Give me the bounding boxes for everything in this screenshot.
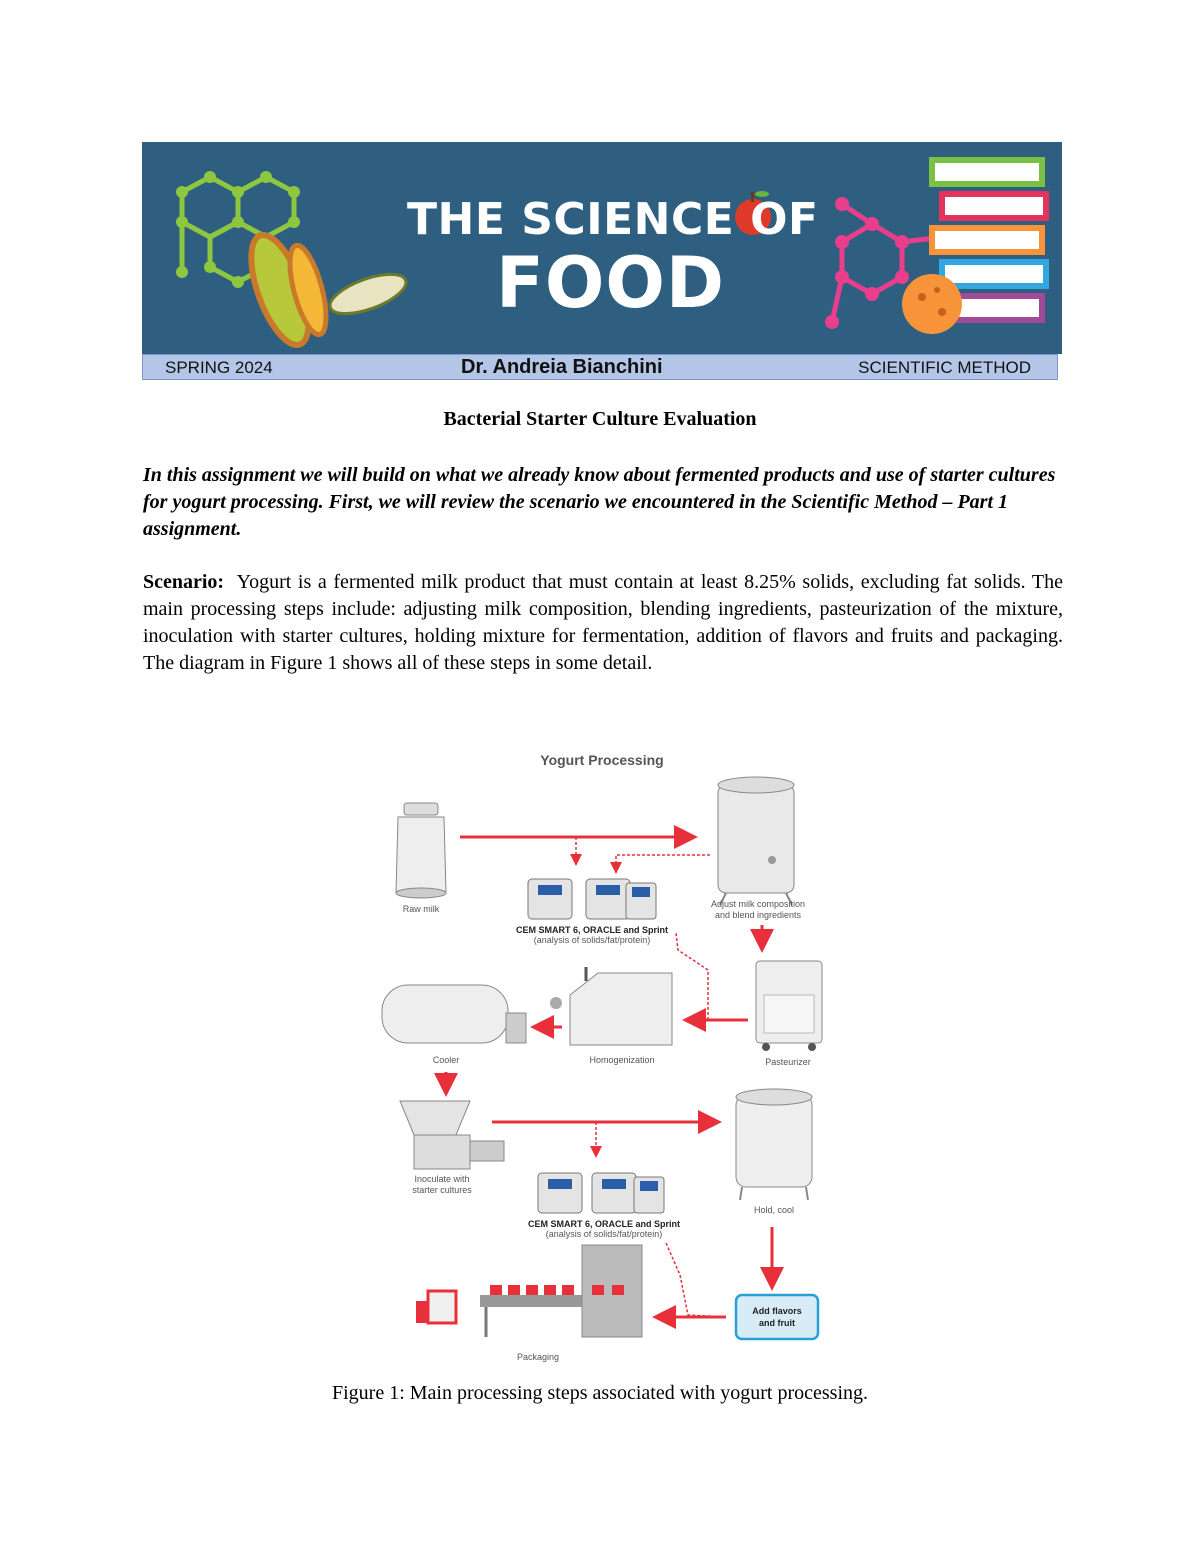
packaging-label: Packaging — [517, 1352, 559, 1362]
flavors-label-2: and fruit — [759, 1318, 795, 1328]
scenario-text: Yogurt is a fermented milk product that … — [143, 571, 1063, 674]
inoculate-label-1: Inoculate with — [414, 1174, 469, 1184]
cooler-label: Cooler — [433, 1055, 460, 1065]
instrument-sub-1: (analysis of solids/fat/protein) — [534, 935, 651, 945]
virus-icon — [902, 274, 962, 334]
scenario-label: Scenario: — [143, 571, 225, 593]
cooler-icon — [381, 984, 527, 1044]
pasteurizer-icon — [755, 960, 823, 1051]
flavors-label-1: Add flavors — [752, 1306, 802, 1316]
instruments-icon — [527, 878, 657, 920]
document-title: Bacterial Starter Culture Evaluation — [443, 408, 757, 430]
hold-label: Hold, cool — [754, 1205, 794, 1215]
author-name: Dr. Andreia Bianchini — [461, 356, 663, 378]
adjust-label-1: Adjust milk composition — [711, 899, 805, 909]
season-label: SPRING 2024 — [165, 358, 273, 377]
scenario-paragraph: Scenario: Yogurt is a fermented milk pro… — [143, 569, 1063, 677]
homogenization-label: Homogenization — [589, 1055, 654, 1065]
mix-tank-icon — [717, 776, 795, 906]
pasteurizer-label: Pasteurizer — [765, 1057, 811, 1067]
banner-artwork: THE SCIENCE OF FOOD — [142, 142, 1062, 354]
milk-can-icon — [395, 802, 447, 899]
instrument-label-2: CEM SMART 6, ORACLE and Sprint — [528, 1219, 680, 1229]
header-banner: THE SCIENCE OF FOOD SPRING 2024 Dr. Andr… — [142, 142, 1062, 380]
yogurt-cups-icon — [416, 1289, 458, 1325]
topic-label: SCIENTIFIC METHOD — [858, 358, 1031, 377]
homogenizer-icon — [550, 967, 673, 1046]
inoculate-label-2: starter cultures — [412, 1185, 472, 1195]
banner-title-line2: FOOD — [496, 242, 725, 324]
adjust-label-2: and blend ingredients — [715, 910, 802, 920]
apple-icon — [735, 199, 771, 235]
packaging-icon — [480, 1244, 643, 1338]
process-diagram: Yogurt Processing Raw milk Adjust milk c… — [381, 752, 823, 1362]
banner-illustration — [176, 157, 1049, 349]
instrument-label-1: CEM SMART 6, ORACLE and Sprint — [516, 925, 668, 935]
figure-caption: Figure 1: Main processing steps associat… — [331, 1382, 869, 1404]
banner-title-line1: THE SCIENCE OF — [407, 194, 819, 245]
intro-paragraph: In this assignment we will build on what… — [143, 464, 1056, 540]
banner-info-strip: SPRING 2024 Dr. Andreia Bianchini SCIENT… — [142, 354, 1058, 380]
inoculation-icon — [399, 1100, 505, 1170]
raw-milk-label: Raw milk — [403, 904, 440, 914]
hold-tank-icon — [735, 1088, 813, 1201]
yogurt-processing-figure: Yogurt Processing Raw milk Adjust milk c… — [370, 745, 840, 1370]
instrument-sub-2: (analysis of solids/fat/protein) — [546, 1229, 663, 1239]
figure-title: Yogurt Processing — [540, 752, 663, 768]
flavors-box — [734, 1293, 820, 1341]
books-icon — [929, 157, 1049, 323]
instruments-icon-2 — [537, 1172, 665, 1214]
bacteria-icon — [248, 231, 408, 349]
